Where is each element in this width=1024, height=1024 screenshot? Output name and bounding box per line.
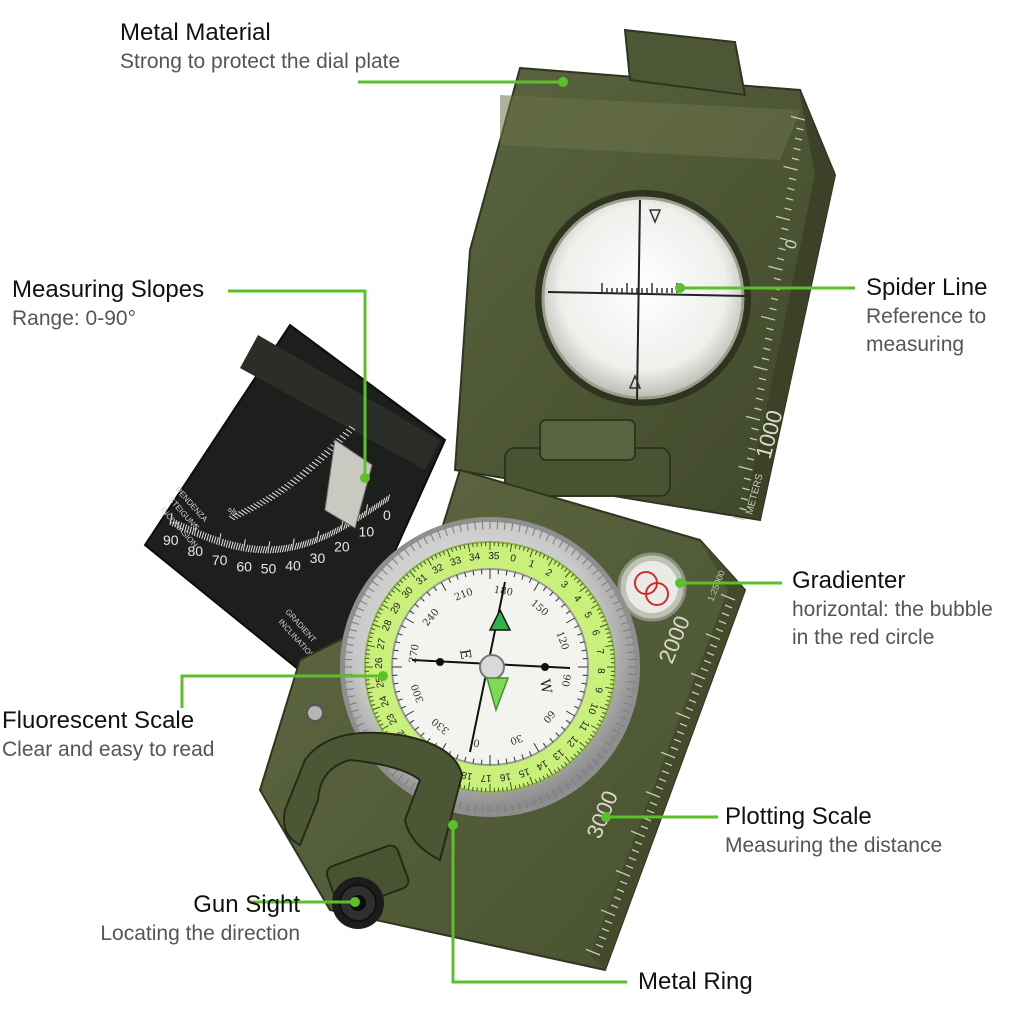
dial-ring-number: 16 <box>499 770 512 783</box>
clino-label: 90 <box>163 532 179 548</box>
callout-desc: Locating the direction <box>100 922 300 945</box>
dial-ring-number: 35 <box>488 551 500 562</box>
pointer-measuring-slopes <box>228 289 367 478</box>
clino-label: 10 <box>359 523 375 539</box>
dial-ring-number: 0 <box>509 553 517 565</box>
gradienter-bubble <box>617 552 687 622</box>
clino-label: 80 <box>187 543 203 559</box>
dial-ring-number: 8 <box>595 668 606 674</box>
spider-line-lens <box>535 190 751 406</box>
dial-ring-number: 14 <box>534 757 549 772</box>
dial-ring-number: 7 <box>594 648 606 655</box>
gun-sight <box>283 731 464 929</box>
clino-label: 40 <box>285 558 301 574</box>
callout-fluorescent-scale: Fluorescent Scale Clear and easy to read <box>2 706 214 764</box>
dial-ring-number: 2 <box>543 567 554 580</box>
lid-meter-scale <box>730 115 806 521</box>
compass-lid: 0 1000 METERS <box>453 28 837 522</box>
dial-ring-number: 33 <box>449 555 463 569</box>
dial-ring-number: 1 <box>527 558 537 570</box>
compass-dial: 0123456789101112131415161718192021222324… <box>340 517 640 817</box>
callout-desc: Measuring the distance <box>725 834 943 857</box>
dial-inner-number: 0 <box>473 736 481 748</box>
dial-letter-w: W <box>536 678 554 696</box>
callout-spider-line: Spider Line Reference to measuring <box>866 273 987 359</box>
dial-ring-number: 3 <box>558 579 570 591</box>
callout-gun-sight: Gun Sight Locating the direction <box>100 890 300 948</box>
callout-desc-line-1: Reference to <box>866 305 987 328</box>
callout-metal-material: Metal Material Strong to protect the dia… <box>120 18 400 76</box>
callout-gradienter: Gradienter horizontal: the bubble in the… <box>792 566 993 652</box>
hinge <box>504 419 671 497</box>
callout-title: Metal Ring <box>638 968 753 995</box>
lid-scale-label-0: 0 <box>782 238 801 251</box>
callout-title: Fluorescent Scale <box>2 707 195 734</box>
callout-title: Metal Material <box>120 19 271 46</box>
clino-label: 20 <box>334 538 350 554</box>
dial-inner-number: 90 <box>559 673 572 687</box>
dial-ring-number: 18 <box>460 768 474 781</box>
callout-desc-line-2: in the red circle <box>792 626 935 649</box>
dial-ring-number: 27 <box>375 637 388 651</box>
clino-label: 0 <box>383 507 391 523</box>
dial-ring-number: 9 <box>592 686 604 694</box>
clino-label: 30 <box>310 550 326 566</box>
dial-ring-number: 17 <box>480 772 492 783</box>
callout-title: Measuring Slopes <box>12 276 205 303</box>
dial-ring-number: 28 <box>380 618 395 633</box>
dial-inner-number: 30 <box>508 732 524 747</box>
pointer-lines <box>180 80 855 984</box>
dial-ring-number: 4 <box>571 593 583 605</box>
clino-labels: 90 80 70 60 50 40 30 20 10 0 <box>163 507 391 576</box>
callout-metal-ring: Metal Ring <box>638 967 753 997</box>
dial-ring-number: 15 <box>517 765 531 779</box>
metal-ring <box>306 704 324 722</box>
callout-desc: Clear and easy to read <box>2 738 215 761</box>
dial-ring-number: 32 <box>431 562 446 577</box>
dial-ring-number: 5 <box>581 610 594 620</box>
clino-label: 60 <box>236 558 252 574</box>
callout-title: Gradienter <box>792 567 906 594</box>
dial-ring-number: 6 <box>589 629 601 638</box>
clino-label: 70 <box>212 552 228 568</box>
callout-measuring-slopes: Measuring Slopes Range: 0-90° <box>12 275 204 333</box>
dial-ring-number: 23 <box>385 711 400 726</box>
dial-inner-number: 270 <box>408 643 422 664</box>
callout-plotting-scale: Plotting Scale Measuring the distance <box>725 802 942 860</box>
dial-letter-e: E <box>456 648 474 661</box>
dial-ring-number: 26 <box>374 657 385 669</box>
pointer-fluorescent-scale <box>180 674 383 708</box>
callout-desc-line-1: horizontal: the bubble <box>792 598 993 621</box>
clino-percent: % <box>228 507 237 518</box>
pointer-metal-ring <box>451 825 627 984</box>
callout-desc: Strong to protect the dial plate <box>120 50 401 73</box>
callout-desc-line-2: measuring <box>866 333 965 356</box>
dial-ring-number: 34 <box>468 551 481 564</box>
dial-ring-number: 24 <box>378 694 392 708</box>
dial-ring-number: 10 <box>585 701 600 716</box>
callout-desc: Range: 0-90° <box>12 307 136 330</box>
callout-title: Plotting Scale <box>725 803 872 830</box>
pointer-dots <box>350 77 685 907</box>
callout-title: Spider Line <box>866 274 988 301</box>
callout-title: Gun Sight <box>193 891 300 918</box>
clino-label: 50 <box>261 560 277 576</box>
